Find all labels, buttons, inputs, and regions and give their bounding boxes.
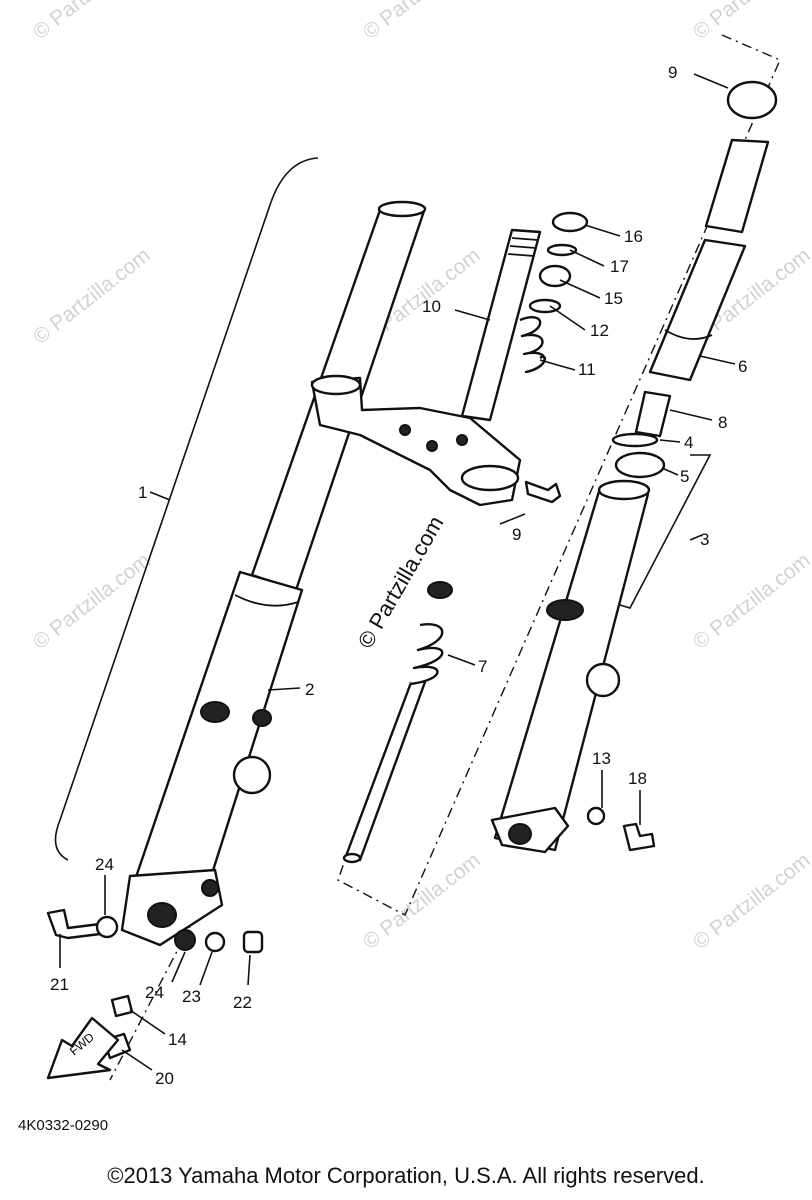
callout-24-center: 24 — [145, 983, 164, 1002]
callout-9-clamp: 9 — [512, 525, 521, 544]
outer-tube-boss-b — [252, 709, 272, 727]
seal-5 — [614, 451, 666, 479]
nut-13 — [586, 806, 606, 826]
clamp-bolt-hole-a — [399, 424, 411, 436]
callout-5: 5 — [680, 467, 689, 486]
clamp-bolt — [524, 480, 562, 504]
callout-12: 12 — [590, 321, 609, 340]
callout-6: 6 — [738, 357, 747, 376]
callout-23: 23 — [182, 987, 201, 1006]
fwd-arrow: FWD — [46, 1016, 120, 1080]
washer-24-center — [174, 929, 196, 951]
watermark: © Partzilla.com — [29, 549, 155, 654]
rod-end — [342, 852, 362, 864]
center-internals — [342, 211, 589, 864]
washer-23 — [204, 931, 226, 953]
callout-15: 15 — [604, 289, 623, 308]
callout-7: 7 — [478, 657, 487, 676]
damper-tube-10 — [460, 228, 542, 422]
callout-16: 16 — [624, 227, 643, 246]
lug-hole — [201, 879, 219, 897]
clip-17 — [546, 243, 578, 257]
watermark: © Partzilla.com — [29, 0, 155, 44]
outer-tube-shading — [234, 594, 299, 607]
axle-hole — [147, 902, 177, 928]
clamp-right-collar — [460, 464, 520, 492]
dust-seal-9 — [726, 80, 778, 120]
clamp-left-collar — [310, 374, 362, 396]
callout-10: 10 — [422, 297, 441, 316]
boss-3a — [546, 599, 584, 621]
watermark: © Partzilla.com — [359, 0, 485, 44]
ring-part — [427, 581, 453, 599]
fork-exploded-diagram: © Partzilla.com © Partzilla.com © Partzi… — [18, 0, 812, 1134]
plug-14 — [110, 994, 134, 1018]
axle-hole-3 — [508, 823, 532, 845]
triple-clamp — [310, 374, 562, 507]
copyright-notice: ©2013 Yamaha Motor Corporation, U.S.A. A… — [107, 1163, 705, 1188]
inner-tube-top — [377, 200, 427, 218]
assembly-bracket — [54, 157, 319, 861]
tube-6 — [648, 238, 747, 382]
watermark: © Partzilla.com — [689, 0, 812, 44]
watermark: © Partzilla.com — [29, 244, 155, 349]
outer-tube — [133, 570, 304, 882]
washer-12 — [528, 298, 562, 314]
callout-1: 1 — [138, 483, 147, 502]
spring-11 — [519, 316, 547, 374]
callouts: 1 2 3 4 5 6 7 8 9 9 10 11 12 13 14 15 16… — [50, 63, 747, 1088]
right-fork-assembly — [490, 80, 778, 854]
cap-16 — [551, 211, 589, 233]
nut-22 — [242, 930, 264, 954]
damper-thread — [507, 237, 539, 257]
outer-tube-boss-a — [200, 701, 230, 723]
bolt-18 — [622, 822, 656, 852]
watermarks: © Partzilla.com © Partzilla.com © Partzi… — [29, 0, 812, 954]
clip-4 — [611, 432, 659, 448]
fwd-arrow-shape — [46, 1016, 120, 1080]
outer-tube-lug — [232, 755, 272, 795]
callout-2: 2 — [305, 680, 314, 699]
diagram-code: 4K0332-0290 — [18, 1117, 108, 1134]
outer-tube-3-top — [597, 479, 651, 501]
callout-11: 11 — [578, 360, 596, 379]
callout-22: 22 — [233, 993, 252, 1012]
callout-4: 4 — [684, 433, 693, 452]
callout-3: 3 — [700, 530, 709, 549]
clamp-bolt-hole-b — [426, 440, 438, 452]
boss-3b — [585, 662, 621, 698]
callout-18: 18 — [628, 769, 647, 788]
left-fork-assembly — [120, 200, 427, 947]
washer-24-left — [95, 915, 119, 939]
upper-tube — [704, 138, 770, 234]
watermark: © Partzilla.com — [689, 549, 812, 654]
callout-20: 20 — [155, 1069, 174, 1088]
assembly-lines — [109, 34, 781, 1081]
damper-rod — [344, 678, 427, 862]
bolt-21 — [46, 908, 102, 940]
callout-17: 17 — [610, 257, 629, 276]
callout-8: 8 — [718, 413, 727, 432]
callout-21: 21 — [50, 975, 69, 994]
leader-lines — [59, 73, 736, 1071]
rod-spring — [409, 623, 444, 686]
watermark: © Partzilla.com — [689, 849, 812, 954]
callout-9-top: 9 — [668, 63, 677, 82]
tube-6-band — [664, 329, 713, 340]
clamp-bolt-hole-c — [456, 434, 468, 446]
callout-24-left: 24 — [95, 855, 114, 874]
callout-13: 13 — [592, 749, 611, 768]
bushing-8 — [634, 390, 672, 438]
callout-14: 14 — [168, 1030, 187, 1049]
